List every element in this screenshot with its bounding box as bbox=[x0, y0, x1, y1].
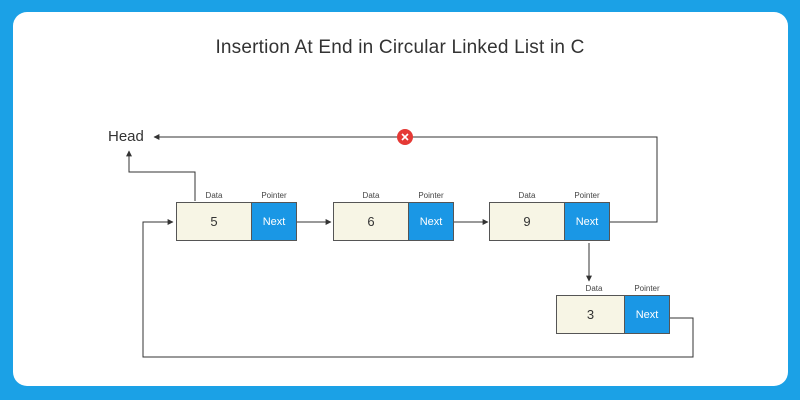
node2-data-label: Data bbox=[362, 191, 380, 200]
list-node-3: 9 Next bbox=[489, 202, 610, 241]
list-node-2: 6 Next bbox=[333, 202, 454, 241]
node3-data-label: Data bbox=[518, 191, 536, 200]
node3-next: Next bbox=[565, 202, 610, 241]
node3-data: 9 bbox=[489, 202, 565, 241]
node1-data-label: Data bbox=[205, 191, 223, 200]
node4-data: 3 bbox=[556, 295, 625, 334]
list-node-4-new: 3 Next bbox=[556, 295, 670, 334]
node3-pointer-label: Pointer bbox=[574, 191, 600, 200]
list-node-1: 5 Next bbox=[176, 202, 297, 241]
diagram-title: Insertion At End in Circular Linked List… bbox=[215, 37, 585, 58]
node2-pointer-label: Pointer bbox=[418, 191, 444, 200]
node1-next: Next bbox=[252, 202, 297, 241]
node1-to-head-line bbox=[126, 150, 196, 201]
node4-to-node1-loop-line bbox=[142, 219, 694, 358]
node2-data: 6 bbox=[333, 202, 409, 241]
node4-next: Next bbox=[625, 295, 670, 334]
node4-data-label: Data bbox=[585, 284, 603, 293]
node1-pointer-label: Pointer bbox=[261, 191, 287, 200]
node4-pointer-label: Pointer bbox=[634, 284, 660, 293]
head-label: Head bbox=[108, 128, 144, 145]
node1-data: 5 bbox=[176, 202, 252, 241]
removed-link-x-icon bbox=[397, 129, 413, 145]
node2-next: Next bbox=[409, 202, 454, 241]
